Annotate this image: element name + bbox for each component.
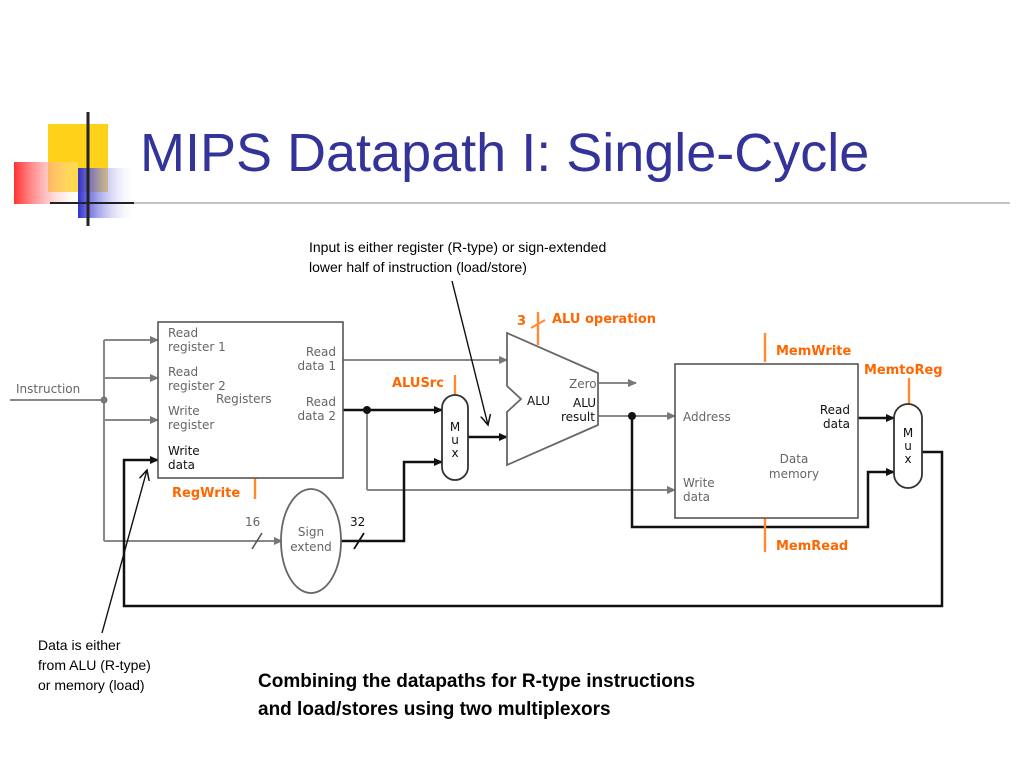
mux-letter: x: [904, 452, 911, 466]
caption-line: Combining the datapaths for R-type instr…: [258, 671, 696, 692]
slide-caption: Combining the datapaths for R-type instr…: [258, 668, 695, 724]
alusrc-mux: M u x: [441, 394, 469, 481]
bits-out-label: 32: [350, 515, 365, 529]
junction-dot: [363, 406, 371, 414]
write-data-label: data: [168, 458, 195, 472]
mux-letter: u: [451, 433, 459, 447]
write-data-label: Write: [168, 444, 200, 458]
data-annotation-line: Data is either: [38, 637, 121, 653]
mux-letter: M: [450, 420, 460, 434]
registers-block: Read register 1 Read register 2 Write re…: [157, 321, 344, 479]
zero-label: Zero: [569, 377, 597, 391]
registers-name: Registers: [216, 392, 272, 406]
data-memory-name: memory: [769, 467, 819, 481]
bitwidth-slash-32: [353, 532, 365, 550]
alu-block: ALU Zero ALU result: [506, 331, 599, 467]
page-title: MIPS Datapath I: Single-Cycle: [140, 123, 870, 183]
sign-extend-label: Sign: [298, 525, 324, 539]
alu-shape: [506, 331, 599, 467]
data-annotation-line: from ALU (R-type): [38, 657, 151, 673]
wires: [10, 336, 944, 608]
input-annotation-arrow: [451, 280, 488, 425]
memtoreg-label: MemtoReg: [864, 363, 943, 378]
alu-result-label: ALU: [573, 396, 596, 410]
data-annotation-line: or memory (load): [38, 677, 145, 693]
registers-box: [157, 321, 344, 479]
mem-write-data-label: data: [683, 490, 710, 504]
write-register-label: register: [168, 418, 214, 432]
alu-op-slash: [530, 319, 546, 329]
read-register-1-label: register 1: [168, 340, 226, 354]
mux-letter: u: [904, 439, 912, 453]
bitwidth-slash-16: [251, 532, 263, 550]
junction-dot: [628, 412, 636, 420]
mem-write-data-label: Write: [683, 476, 715, 490]
alu-result-label: result: [561, 410, 595, 424]
read-data-2-label: data 2: [298, 409, 336, 423]
decor-red-square: [14, 162, 78, 204]
read-data-2-label: Read: [306, 395, 336, 409]
alu-op-bits-label: 3: [517, 314, 526, 329]
read-register-2-label: register 2: [168, 379, 226, 393]
alu-name: ALU: [527, 394, 550, 408]
sign-extend-label: extend: [290, 540, 332, 554]
mux-letter: M: [903, 426, 913, 440]
read-register-2-label: Read: [168, 365, 198, 379]
data-memory-name: Data: [780, 452, 809, 466]
address-label: Address: [683, 410, 731, 424]
caption-line: and load/stores using two multiplexors: [258, 699, 611, 720]
mem-read-data-label: Read: [820, 403, 850, 417]
alusrc-label: ALUSrc: [392, 376, 444, 391]
memread-label: MemRead: [776, 539, 848, 554]
regwrite-label: RegWrite: [172, 486, 240, 501]
memtoreg-mux-shape: [893, 403, 923, 489]
mux-letter: x: [451, 446, 458, 460]
wire-sign-extend-out: [340, 458, 443, 543]
decor-squares: [14, 112, 1010, 226]
memtoreg-mux: M u x: [893, 403, 923, 489]
data-annotation-arrow: [101, 470, 147, 634]
read-data-1-label: data 1: [298, 359, 336, 373]
control-signals: [253, 312, 911, 552]
wire-alu-result-bypass: [630, 416, 895, 529]
data-annotation: Data is either from ALU (R-type) or memo…: [38, 635, 151, 695]
alusrc-mux-shape: [441, 394, 469, 481]
input-annotation: Input is either register (R-type) or sig…: [309, 237, 606, 277]
sign-extend-shape: [280, 488, 342, 594]
mem-read-data-label: data: [823, 417, 850, 431]
alu-operation-label: ALU operation: [552, 312, 656, 327]
input-annotation-line: Input is either register (R-type) or sig…: [309, 239, 607, 255]
data-memory-block: Address Write data Read data Data memory: [674, 363, 859, 519]
instruction-label: Instruction: [16, 382, 80, 396]
write-register-label: Write: [168, 404, 200, 418]
read-register-1-label: Read: [168, 326, 198, 340]
read-data-1-label: Read: [306, 345, 336, 359]
data-memory-box: [674, 363, 859, 519]
junction-dot: [100, 396, 108, 404]
memwrite-label: MemWrite: [776, 344, 851, 359]
bits-in-label: 16: [245, 515, 260, 529]
wire-writeback: [122, 450, 944, 608]
sign-extend-block: Sign extend 16 32: [245, 488, 365, 594]
input-annotation-line: lower half of instruction (load/store): [309, 259, 527, 275]
